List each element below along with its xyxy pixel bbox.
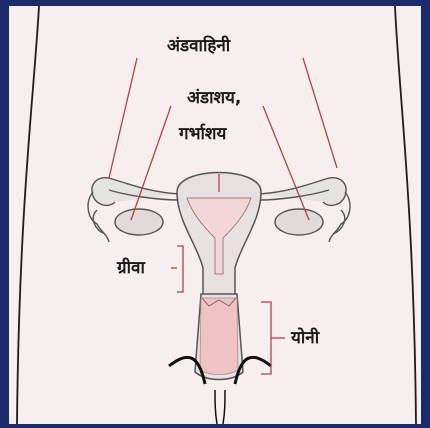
- left-ovary: [115, 209, 163, 235]
- label-fallopian-tube: अंडवाहिनी: [167, 38, 230, 55]
- vagina-inner: [200, 298, 238, 375]
- label-uterus: गर्भाशय: [179, 126, 226, 143]
- label-cervix: ग्रीवा: [117, 260, 145, 277]
- label-vagina: योनी: [291, 330, 319, 347]
- diagram-panel: अंडवाहिनी अंडाशय, गर्भाशय ग्रीवा योनी: [9, 6, 421, 424]
- body-outline-left: [17, 6, 39, 424]
- label-ovary: अंडाशय,: [187, 90, 241, 107]
- anatomy-illustration: [9, 6, 421, 424]
- body-outline-right: [395, 6, 416, 424]
- leg-gap-left: [215, 390, 217, 424]
- left-tube-and-ovary: [88, 178, 179, 242]
- leg-gap-right: [223, 390, 225, 424]
- right-ovary: [275, 209, 323, 235]
